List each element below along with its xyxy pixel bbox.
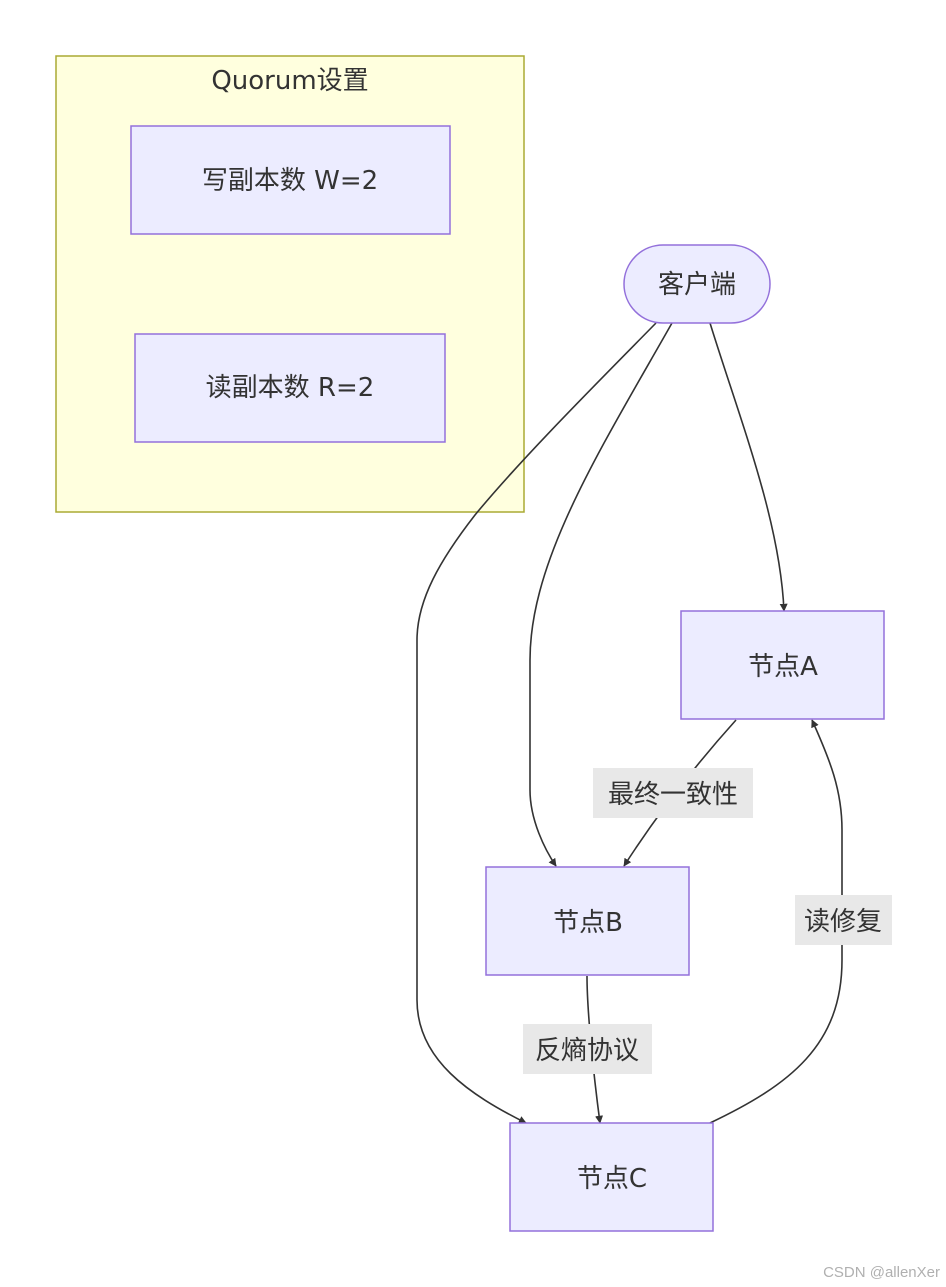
write-replicas-box (130, 125, 451, 235)
edge-label-bg (593, 768, 753, 818)
edge-label-text: 最终一致性 (608, 780, 738, 810)
edge-label-text: 读修复 (804, 907, 882, 937)
write-replicas-node[interactable]: 写副本数 W=2 (130, 125, 451, 235)
node-a-label: 节点A (748, 652, 818, 682)
read-replicas-label: 读副本数 R=2 (206, 373, 375, 403)
node-c[interactable]: 节点C (509, 1122, 714, 1232)
node-c-label: 节点C (577, 1164, 647, 1194)
edge-label-anti-entropy: 反熵协议 (523, 1024, 652, 1074)
read-replicas-box (134, 333, 446, 443)
node-b[interactable]: 节点B (485, 866, 690, 976)
edge-label-text: 反熵协议 (535, 1036, 639, 1066)
node-b-label: 节点B (553, 908, 623, 938)
watermark: CSDN @allenXer (823, 1264, 940, 1281)
edge-node-c-to-node-a (709, 719, 843, 1124)
quorum-cluster-box (55, 55, 525, 513)
node-b-box (485, 866, 690, 976)
edge-client-to-node-c (416, 322, 657, 1124)
quorum-cluster: Quorum设置 写副本数 W=2 读副本数 R=2 (55, 55, 525, 513)
read-replicas-node[interactable]: 读副本数 R=2 (134, 333, 446, 443)
client-label: 客户端 (658, 270, 736, 300)
edge-client-to-node-b (529, 322, 673, 867)
edge-label-eventual-consistency: 最终一致性 (593, 768, 753, 818)
node-c-box (509, 1122, 714, 1232)
edge-label-read-repair: 读修复 (795, 895, 892, 945)
node-a-box (680, 610, 885, 720)
node-a[interactable]: 节点A (680, 610, 885, 720)
edge-label-bg (523, 1024, 652, 1074)
write-replicas-label: 写副本数 W=2 (202, 166, 378, 196)
edge-client-to-node-a (709, 322, 788, 612)
edge-label-bg (795, 895, 892, 945)
quorum-cluster-title: Quorum设置 (211, 66, 368, 96)
client-box (623, 244, 771, 324)
edges (416, 322, 843, 1124)
client-node[interactable]: 客户端 (623, 244, 771, 324)
